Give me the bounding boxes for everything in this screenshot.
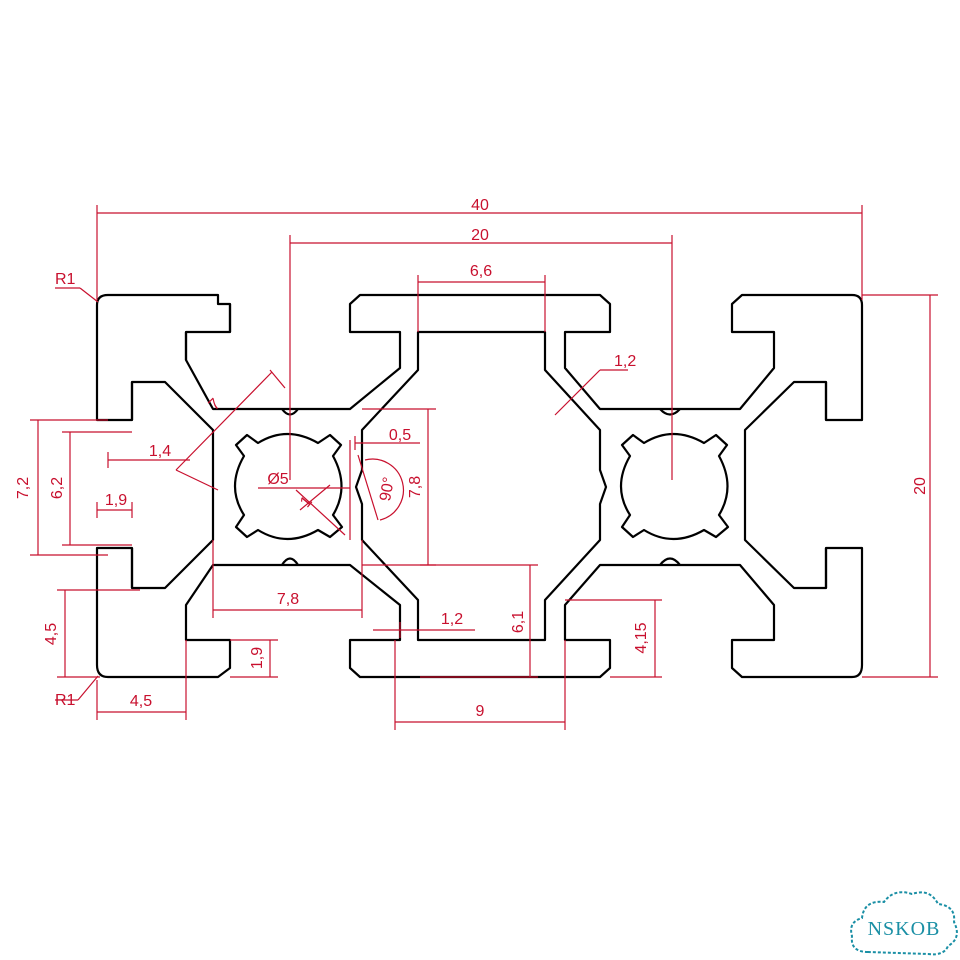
dim-lip-1-4: 1,4 [149,443,171,460]
dim-gap-0-5: 0,5 [389,427,411,444]
dim-height-overall: 20 [912,477,929,495]
dim-core-7-8-h: 7,8 [277,591,299,608]
dim-bore: Ø5 [267,471,288,488]
dim-slot-depth-outer: 7,2 [15,477,32,499]
dim-depth-4-15: 4,15 [633,622,650,653]
logo-text: NSKOB [868,918,941,940]
right-core-notch-bottom [659,557,681,566]
dim-core-7: 7 [206,396,224,414]
dim-flange-4-5-v: 4,5 [43,623,60,645]
dim-radius-bottom: R1 [55,692,76,709]
dim-radius-top: R1 [55,271,76,288]
dim-web-1: 1 [297,493,316,511]
dim-depth-6-1: 6,1 [510,611,527,633]
dim-wall-thickness: 1,2 [614,353,636,370]
dim-web-1-2-bottom: 1,2 [441,611,463,628]
outer-contour [95,293,864,679]
right-core-notch-top [659,408,681,416]
dim-pitch: 20 [471,227,489,244]
dim-width-overall: 40 [471,197,489,214]
dim-angle: 90° [377,476,398,503]
left-core-notch-bottom [281,557,299,566]
dimension-lines [30,205,938,730]
dim-lip-1-9: 1,9 [105,492,127,509]
dim-slot-depth-inner: 6,2 [49,477,66,499]
dim-core-7-8-v: 7,8 [407,476,424,498]
left-top-slot [184,304,232,360]
dim-slot-opening: 6,6 [470,263,492,280]
dimension-labels: 40 20 6,6 1,2 R1 R1 7,2 6,2 1,4 1,9 4,5 … [15,197,929,720]
cloud-icon [850,891,958,956]
dim-lip-1-9-bottom: 1,9 [249,647,266,669]
right-core-bore [620,433,730,540]
profile-outline [95,293,864,679]
dim-bottom-9: 9 [476,703,485,720]
dim-flange-4-5-h: 4,5 [130,693,152,710]
brand-logo: NSKOB [850,891,958,956]
left-core-bore [234,433,344,540]
